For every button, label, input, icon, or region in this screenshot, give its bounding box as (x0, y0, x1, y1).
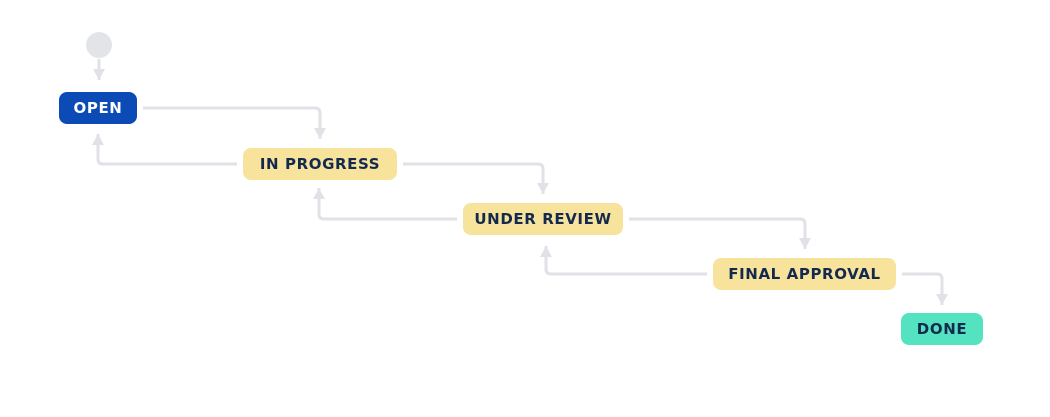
transition-under-review-to-final-approval (629, 217, 811, 249)
status-open[interactable]: OPEN (59, 92, 137, 124)
status-in-progress[interactable]: IN PROGRESS (243, 148, 397, 180)
transition-final-approval-to-under-review (540, 246, 707, 276)
status-under-review[interactable]: UNDER REVIEW (463, 203, 623, 235)
transition-under-review-to-in-progress (313, 188, 457, 221)
transition-final-approval-to-done (902, 272, 948, 305)
status-done[interactable]: DONE (901, 313, 983, 345)
transition-open-to-in-progress (143, 106, 326, 139)
transition-in-progress-to-under-review (403, 162, 549, 194)
status-final-approval[interactable]: FINAL APPROVAL (713, 258, 896, 290)
transition-in-progress-to-open (92, 134, 237, 166)
start-node-circle (86, 32, 112, 58)
